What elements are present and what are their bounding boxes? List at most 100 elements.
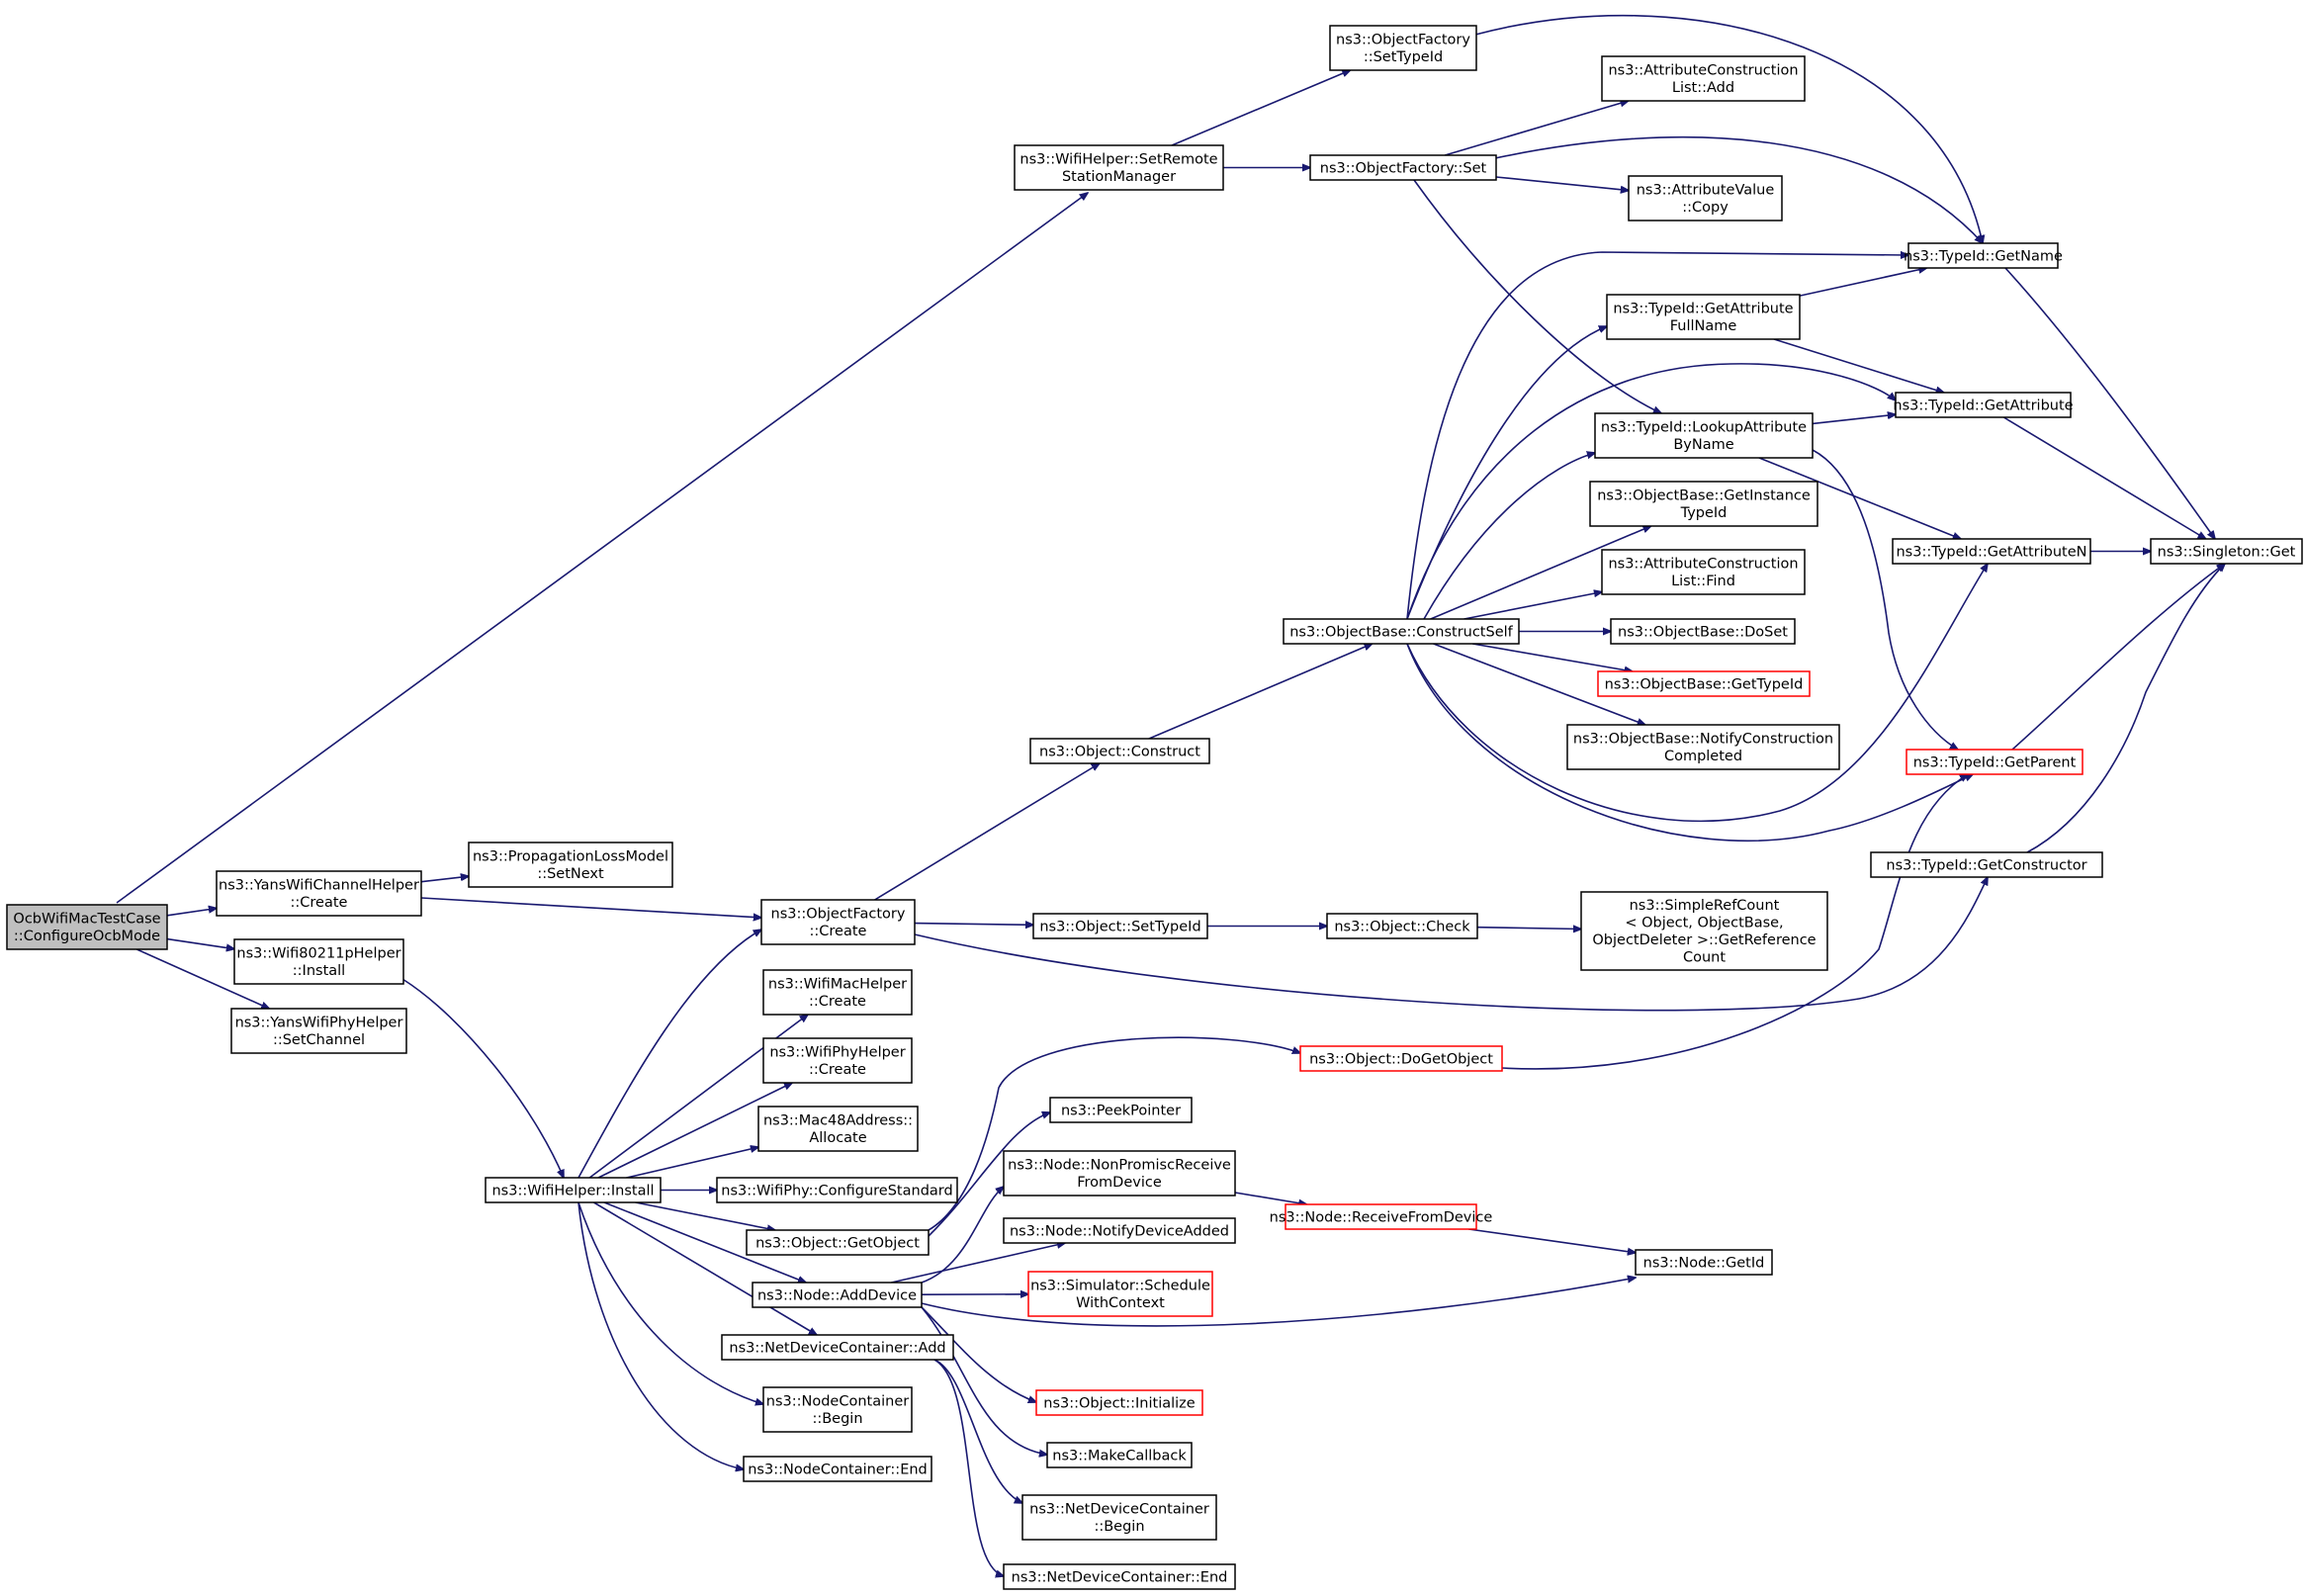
node-label: ns3::ObjectBase::ConstructSelf <box>1289 624 1513 640</box>
call-edges <box>116 14 2225 1576</box>
node-peekpointer[interactable]: ns3::PeekPointer <box>1049 1097 1193 1123</box>
node-label: ns3::NetDeviceContainer::End <box>1012 1569 1228 1585</box>
node-notifyadded[interactable]: ns3::Node::NotifyDeviceAdded <box>1003 1217 1236 1244</box>
node-wifihelperinstall[interactable]: ns3::WifiHelper::Install <box>485 1177 662 1203</box>
node-wifimaccreate[interactable]: ns3::WifiMacHelper::Create <box>762 969 913 1016</box>
node-proploss[interactable]: ns3::PropagationLossModel::SetNext <box>468 842 673 888</box>
edge-lookupattr-to-getattributen <box>1758 457 1961 539</box>
node-label: ns3::Singleton::Get <box>2158 544 2296 560</box>
node-box <box>1029 738 1210 764</box>
edge-root-to-setremote <box>116 193 1088 904</box>
node-box <box>2150 538 2303 565</box>
node-yanschan[interactable]: ns3::YansWifiChannelHelper::Create <box>216 870 422 917</box>
edge-getname-to-singleton <box>2004 267 2215 539</box>
node-adddevice[interactable]: ns3::Node::AddDevice <box>752 1282 923 1308</box>
node-label: WithContext <box>1076 1295 1165 1311</box>
edge-constructself-to-getparent <box>1406 643 1973 842</box>
edge-wifi80211-to-wifihelperinstall <box>401 978 564 1178</box>
node-getattribute[interactable]: ns3::TypeId::GetAttribute <box>1893 392 2074 418</box>
node-makecallback[interactable]: ns3::MakeCallback <box>1046 1442 1193 1468</box>
node-label: ns3::Object::GetObject <box>755 1235 920 1251</box>
node-label: ns3::AttributeConstruction <box>1608 557 1798 573</box>
node-objsettypeid[interactable]: ns3::Object::SetTypeId <box>1032 913 1208 939</box>
node-gettypeid[interactable]: ns3::ObjectBase::GetTypeId <box>1597 670 1811 697</box>
edge-root-to-wifi80211 <box>166 937 234 949</box>
node-getparent[interactable]: ns3::TypeId::GetParent <box>1906 749 2083 775</box>
node-yansphy[interactable]: ns3::YansWifiPhyHelper::SetChannel <box>230 1008 407 1054</box>
node-objcheck[interactable]: ns3::Object::Check <box>1326 913 1478 939</box>
node-box <box>1895 392 2072 418</box>
edge-lookupattr-to-getparent <box>1812 449 1958 750</box>
node-box <box>743 1456 932 1482</box>
node-getid[interactable]: ns3::Node::GetId <box>1635 1249 1773 1276</box>
node-box <box>1892 538 2091 565</box>
node-constructself[interactable]: ns3::ObjectBase::ConstructSelf <box>1283 618 1520 645</box>
node-label: Completed <box>1664 749 1742 764</box>
node-objfactcreate[interactable]: ns3::ObjectFactory::Create <box>760 899 916 945</box>
node-label: ns3::Node::NonPromiscReceive <box>1008 1158 1231 1174</box>
edge-getattrfull-to-getname <box>1799 268 1926 297</box>
node-label: ns3::Node::GetId <box>1643 1255 1765 1271</box>
node-box <box>760 899 916 945</box>
node-wifiphycreate[interactable]: ns3::WifiPhyHelper::Create <box>762 1037 913 1084</box>
node-attrcopy[interactable]: ns3::AttributeValue::Copy <box>1628 175 1783 222</box>
edge-ndcadd-to-ndcend <box>933 1359 1004 1576</box>
node-label: StationManager <box>1062 169 1176 185</box>
node-box <box>1049 1097 1193 1123</box>
node-getobject[interactable]: ns3::Object::GetObject <box>746 1229 930 1256</box>
node-ncbegin[interactable]: ns3::NodeContainer::Begin <box>762 1386 913 1433</box>
node-label: ns3::YansWifiChannelHelper <box>219 878 419 894</box>
node-mac48[interactable]: ns3::Mac48Address::Allocate <box>757 1106 919 1152</box>
node-notifyconst[interactable]: ns3::ObjectBase::NotifyConstructionCompl… <box>1566 724 1840 770</box>
node-label: ns3::Node::AddDevice <box>757 1287 917 1303</box>
node-label: ::Create <box>809 994 866 1010</box>
node-box <box>746 1229 930 1256</box>
edge-wifihelperinstall-to-ncbegin <box>577 1201 763 1404</box>
node-objconstruct[interactable]: ns3::Object::Construct <box>1029 738 1210 764</box>
node-ndcbegin[interactable]: ns3::NetDeviceContainer::Begin <box>1021 1494 1217 1541</box>
node-receivefrom[interactable]: ns3::Node::ReceiveFromDevice <box>1270 1203 1493 1230</box>
node-wifi80211[interactable]: ns3::Wifi80211pHelper::Install <box>233 938 404 985</box>
node-ndcend[interactable]: ns3::NetDeviceContainer::End <box>1003 1563 1236 1590</box>
node-dogetobject[interactable]: ns3::Object::DoGetObject <box>1299 1045 1503 1072</box>
node-getattributen[interactable]: ns3::TypeId::GetAttributeN <box>1892 538 2091 565</box>
node-box <box>1046 1442 1193 1468</box>
node-label: TypeId <box>1680 505 1728 521</box>
edge-yanschan-to-objfactcreate <box>420 897 761 918</box>
node-ndcadd[interactable]: ns3::NetDeviceContainer::Add <box>721 1334 954 1361</box>
node-root[interactable]: OcbWifiMacTestCase::ConfigureOcbMode <box>6 904 168 950</box>
node-label: ns3::PeekPointer <box>1061 1103 1181 1118</box>
node-objfactset[interactable]: ns3::ObjectFactory::Set <box>1309 154 1497 181</box>
node-box <box>1601 55 1806 102</box>
edge-constructself-to-aclfind <box>1463 592 1602 620</box>
node-label: ::Create <box>810 924 867 939</box>
node-singleton[interactable]: ns3::Singleton::Get <box>2150 538 2303 565</box>
node-getname[interactable]: ns3::TypeId::GetName <box>1904 242 2063 269</box>
node-configstd[interactable]: ns3::WifiPhy::ConfigureStandard <box>716 1177 958 1203</box>
edge-setremote-to-objfactsettypeid <box>1171 70 1351 146</box>
node-getconstructor[interactable]: ns3::TypeId::GetConstructor <box>1870 851 2103 878</box>
node-label: ns3::NetDeviceContainer <box>1029 1502 1209 1518</box>
node-box <box>762 969 913 1016</box>
node-label: ns3::Object::Construct <box>1039 744 1200 759</box>
node-objinit[interactable]: ns3::Object::Initialize <box>1035 1389 1203 1416</box>
edge-objconstruct-to-constructself <box>1148 644 1373 740</box>
node-label: ns3::Object::SetTypeId <box>1039 919 1200 934</box>
node-doset[interactable]: ns3::ObjectBase::DoSet <box>1610 618 1796 645</box>
node-objfactsettypeid[interactable]: ns3::ObjectFactory::SetTypeId <box>1329 25 1477 71</box>
node-label: ns3::ObjectFactory::Set <box>1320 160 1487 176</box>
node-box <box>1601 549 1806 595</box>
node-simpleref[interactable]: ns3::SimpleRefCount< Object, ObjectBase,… <box>1580 891 1828 971</box>
edge-root-to-yanschan <box>166 909 217 917</box>
node-label: ns3::TypeId::LookupAttribute <box>1601 420 1807 436</box>
node-ncend[interactable]: ns3::NodeContainer::End <box>743 1456 932 1482</box>
